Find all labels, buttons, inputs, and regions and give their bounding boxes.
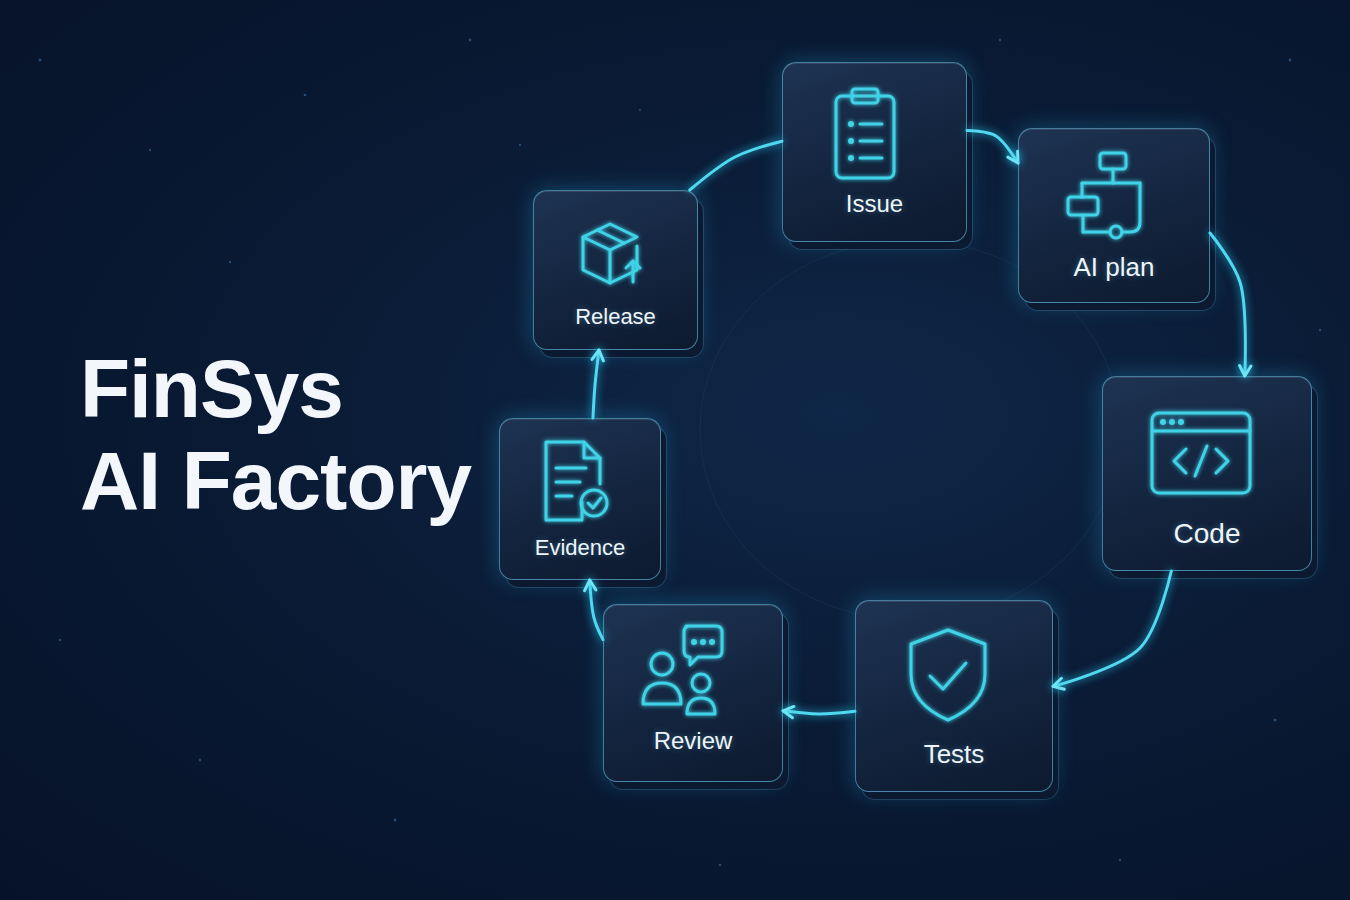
flow-arrow <box>967 130 1018 163</box>
tile-label: Code <box>1109 517 1305 551</box>
tile-label: Release <box>540 304 691 330</box>
flow-arrow <box>593 350 599 418</box>
star <box>999 39 1001 41</box>
star <box>639 109 641 111</box>
star <box>304 94 307 97</box>
star <box>149 149 151 151</box>
process-tile: Code <box>1102 376 1312 571</box>
flow-arrow <box>1053 571 1171 686</box>
title-block: FinSys AI Factory <box>80 343 500 527</box>
star <box>469 39 472 42</box>
star <box>1289 59 1292 62</box>
title-spacer <box>420 343 500 344</box>
tile-label: Evidence <box>506 535 654 561</box>
title: FinSys AI Factory <box>80 343 471 526</box>
flow-arrow <box>1210 233 1245 376</box>
star <box>1319 329 1321 331</box>
process-tile: Release <box>533 190 698 350</box>
flow-arrow <box>590 580 603 640</box>
process-tile: Evidence <box>499 418 661 580</box>
star <box>719 864 722 867</box>
star <box>1119 859 1121 861</box>
flow-arrow <box>783 711 855 714</box>
flow-arrow <box>690 141 782 190</box>
process-tile: Tests <box>855 600 1053 792</box>
process-tile: Issue <box>782 62 967 242</box>
star <box>199 759 201 761</box>
star <box>394 819 397 822</box>
star <box>229 261 231 263</box>
process-tile: AI plan <box>1018 128 1210 303</box>
star-field <box>39 39 1322 867</box>
star <box>59 639 62 642</box>
star <box>1274 719 1277 722</box>
tile-label: Issue <box>789 190 960 219</box>
tile-label: Review <box>610 727 776 756</box>
star <box>519 144 521 146</box>
tile-label: Tests <box>862 739 1046 770</box>
process-tile: Review <box>603 604 783 782</box>
star <box>39 59 42 62</box>
tile-label: AI plan <box>1025 252 1203 283</box>
